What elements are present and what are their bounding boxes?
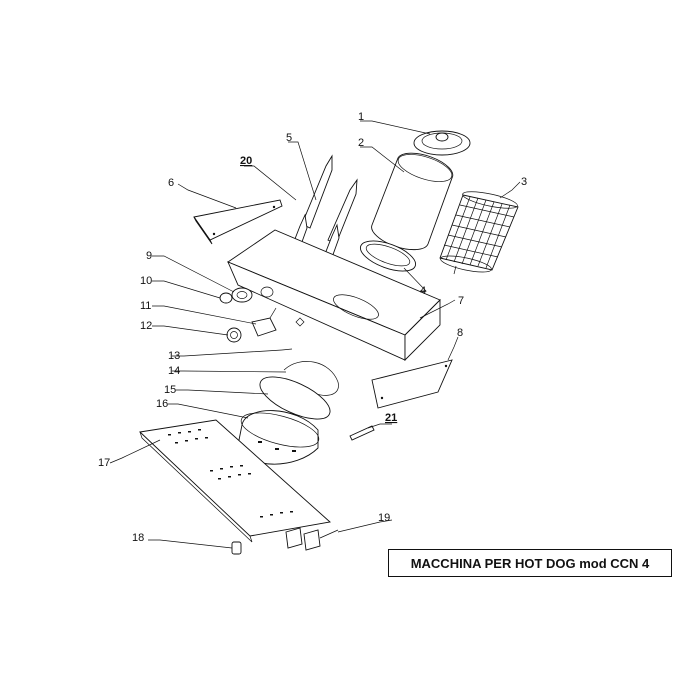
- callout-13: 13: [168, 350, 180, 362]
- callout-15: 15: [164, 384, 176, 396]
- callout-4: 4: [420, 285, 426, 297]
- title-box: MACCHINA PER HOT DOG mod CCN 4: [388, 549, 672, 577]
- callout-18: 18: [132, 532, 144, 544]
- part-1-lid: [413, 130, 471, 156]
- callout-16: 16: [156, 398, 168, 410]
- part-9-knob: [231, 287, 253, 303]
- callout-20: 20: [240, 155, 252, 167]
- callout-8: 8: [457, 327, 463, 339]
- callout-19: 19: [378, 512, 390, 524]
- callout-21: 21: [385, 412, 397, 424]
- callout-5: 5: [286, 132, 292, 144]
- part-12-switch: [226, 327, 242, 343]
- leader-lines: [109, 120, 521, 549]
- callout-12: 12: [140, 320, 152, 332]
- part-6-panel: [193, 199, 283, 245]
- part-11-thermostat: [251, 307, 277, 337]
- callout-1: 1: [358, 111, 364, 123]
- part-21-sensor: [349, 425, 375, 441]
- part-5-spikes: [285, 154, 358, 275]
- part-2-cylinder: [371, 152, 454, 251]
- part-8-panel: [371, 359, 453, 409]
- callout-17: 17: [98, 457, 110, 469]
- callout-14: 14: [168, 365, 180, 377]
- callout-6: 6: [168, 177, 174, 189]
- part-15-plate: [259, 376, 331, 420]
- part-17-base: [139, 419, 331, 543]
- part-13-screw: [281, 348, 293, 351]
- callout-3: 3: [521, 176, 527, 188]
- callout-11: 11: [140, 300, 151, 312]
- part-10-bezel: [219, 292, 233, 304]
- callout-labels: 1 2 3 4 5 6 7 8 9 10 11 12 13 14 15 16 1…: [98, 111, 527, 544]
- callout-9: 9: [146, 250, 152, 262]
- diagram-title: MACCHINA PER HOT DOG mod CCN 4: [410, 555, 650, 571]
- part-19-connector: [285, 527, 339, 551]
- callout-2: 2: [358, 137, 364, 149]
- part-7-body: [227, 229, 441, 362]
- part-3-basket: [439, 191, 519, 275]
- part-18-foot: [231, 541, 242, 555]
- callout-7: 7: [458, 295, 464, 307]
- callout-10: 10: [140, 275, 152, 287]
- part-4-ring: [359, 240, 417, 272]
